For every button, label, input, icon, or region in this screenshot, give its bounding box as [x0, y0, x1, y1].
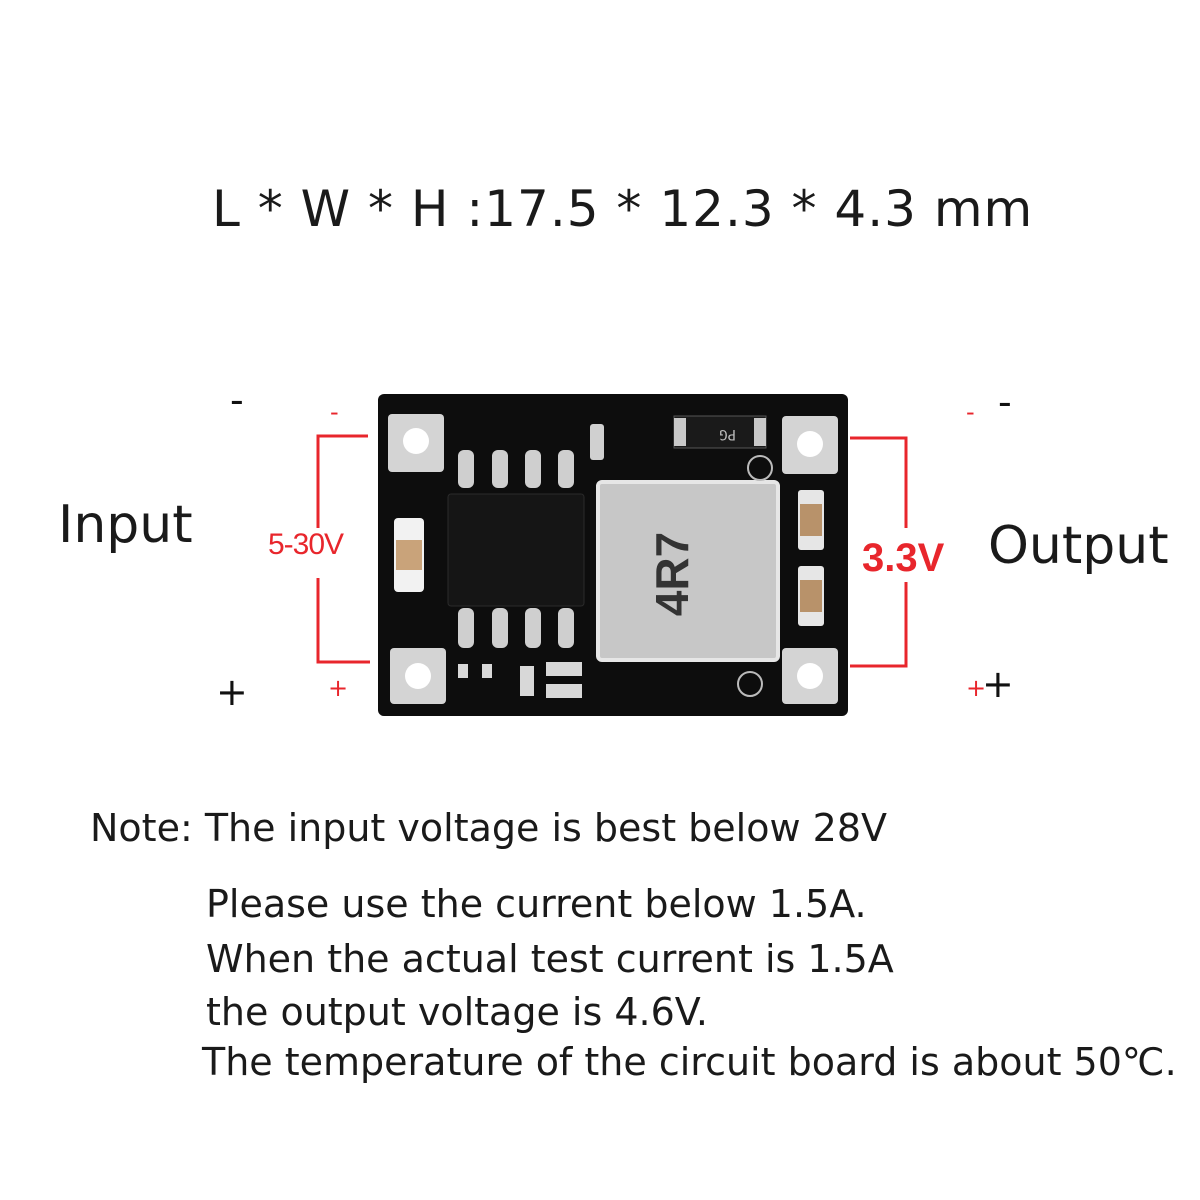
output-plus-sign: +	[982, 662, 1014, 706]
input-voltage-range: 5-30V	[268, 528, 344, 561]
output-bracket-bottom	[850, 582, 908, 668]
ic-chip	[447, 493, 585, 607]
note-line-5: The temperature of the circuit board is …	[202, 1040, 1177, 1084]
input-bracket-top	[316, 434, 368, 528]
input-bracket-bottom	[316, 578, 370, 664]
pcb-board: PG 4R7	[378, 394, 848, 716]
logo-mark-top	[747, 455, 773, 481]
ic-pins-top	[458, 450, 574, 488]
input-minus-sign: -	[230, 378, 244, 422]
note-line-3: When the actual test current is 1.5A	[206, 937, 894, 981]
top-capacitor	[590, 424, 604, 460]
input-minus-red: -	[330, 398, 339, 426]
output-minus-red: -	[966, 398, 975, 426]
output-minus-sign: -	[998, 380, 1012, 424]
note-line-4: the output voltage is 4.6V.	[206, 990, 708, 1034]
dimensions-text: L * W * H :17.5 * 12.3 * 4.3 mm	[212, 180, 1034, 238]
output-voltage: 3.3V	[862, 536, 945, 580]
note-line-2: Please use the current below 1.5A.	[206, 882, 867, 926]
input-label: Input	[58, 495, 193, 555]
small-components	[458, 662, 582, 698]
input-plus-sign: +	[216, 670, 248, 714]
input-plus-red: +	[328, 674, 349, 702]
output-bracket-top	[850, 436, 908, 528]
note-line-1: Note: The input voltage is best below 28…	[90, 806, 887, 850]
output-label: Output	[988, 516, 1169, 576]
chip-marking: PG	[719, 426, 736, 442]
output-plus-red: +	[966, 674, 987, 702]
ic-pins-bottom	[458, 608, 574, 648]
logo-mark-bottom	[737, 671, 763, 697]
inductor	[596, 480, 780, 662]
inductor-marking: 4R7	[646, 532, 698, 616]
